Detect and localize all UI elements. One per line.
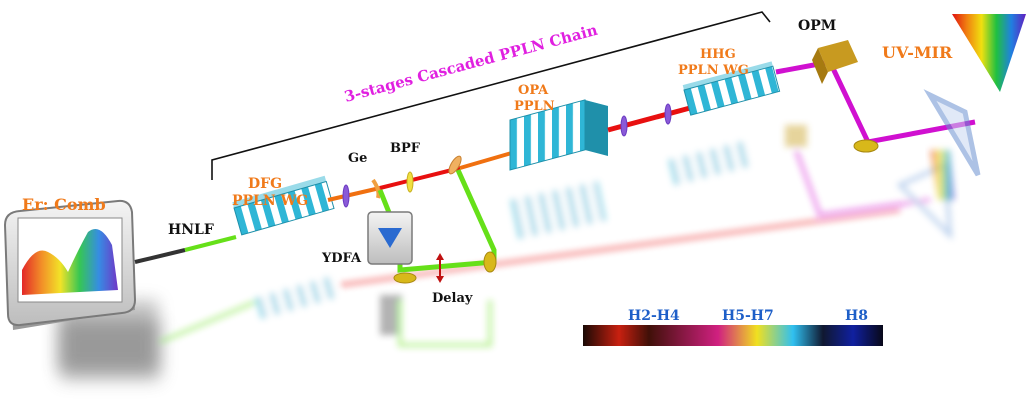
delay-mirror-left [393,272,417,284]
hhg-label-line1: HHG [700,47,736,62]
bpf-label: BPF [390,141,421,156]
opa-label-line2: PPLN [514,99,555,114]
off-axis-parabolic-mirror [812,40,858,84]
rainbow-cone-icon [952,14,1026,92]
ge-label: Ge [348,151,367,166]
delay-mirror-right [483,251,497,273]
opm-label: OPM [798,18,836,34]
hhg-ppln-waveguide [682,61,781,116]
h2-h4-label: H2-H4 [628,308,680,324]
beam-red-main [379,166,461,190]
uv-mir-label: UV-MIR [882,43,953,62]
dispersed-spectrum-fan [930,150,955,200]
dichroic-mirror [448,155,462,175]
h8-label: H8 [845,308,868,324]
dfg-label-line2: PPLN WG [232,193,308,209]
prism-icon [923,89,981,177]
er-comb-label: Er: Comb [22,195,106,214]
ge-filter [371,178,381,199]
comb-spectrum-envelope [22,228,118,295]
h5-h7-label: H5-H7 [722,308,774,324]
dfg-ppln-waveguide [232,175,335,236]
dfg-label-line1: DFG [248,176,282,192]
ydfa-label: YDFA [321,251,362,266]
lens-hhg-in [664,103,672,125]
chain-label: 3-stages Cascaded PPLN Chain [342,21,599,106]
opa-ppln-crystal [509,99,608,171]
triangle-down-icon [378,228,402,248]
output-spectrum-bar: H2-H4 H5-H7 H8 [583,308,883,346]
hnlf-label: HNLF [168,222,214,238]
beam-orange-opa [459,150,516,170]
lens-opa-out [620,115,628,137]
hnlf-fiber-green [184,235,237,252]
ydfa-amplifier [367,211,413,265]
opa-label-line1: OPA [518,83,549,98]
er-comb-source: Er: Comb [3,195,158,370]
double-arrow-icon [436,253,444,283]
delay-label: Delay [432,291,473,306]
chain-bracket [211,11,771,180]
beam-red-opa-hhg [607,105,691,133]
hhg-label-line2: PPLN WG [678,63,749,78]
focus-mirror [853,139,879,153]
beam-orange-dfg [327,186,381,202]
reflection-layer [60,125,953,380]
lens-dfg-out [342,184,350,208]
bpf-filter [406,171,414,193]
hnlf-fiber-dark [134,248,186,264]
